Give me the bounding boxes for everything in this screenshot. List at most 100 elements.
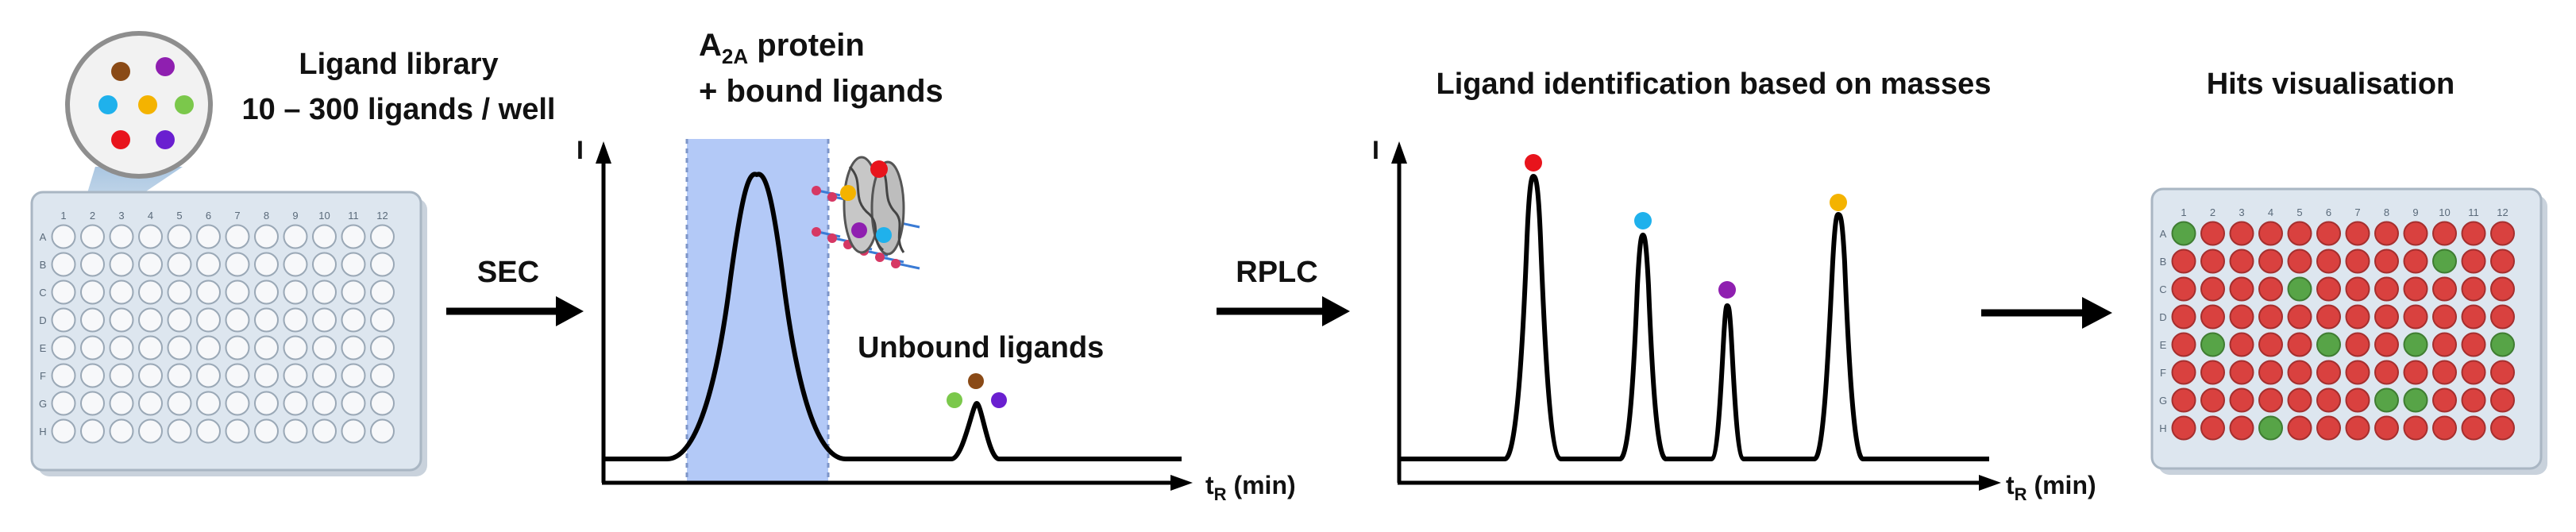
plate-well (196, 391, 221, 416)
plate-well (312, 279, 337, 305)
plate-well (2403, 249, 2428, 274)
plate-row-label: C (39, 287, 46, 299)
plate-row-label: A (2160, 228, 2167, 240)
plate-column-label: 8 (2384, 206, 2389, 218)
plate-well (225, 279, 250, 305)
plate-well (283, 252, 308, 277)
plate-column-label: 7 (2354, 206, 2360, 218)
sec-y-label: I (577, 136, 584, 164)
plate-well (2432, 387, 2457, 413)
plate-column-label: 11 (348, 210, 359, 222)
plate-well (138, 224, 163, 249)
plate-well (2258, 249, 2283, 274)
plate-well (2403, 304, 2428, 330)
plate-well (80, 335, 105, 360)
plate-column-label: 12 (2497, 206, 2508, 218)
plate-well (2490, 332, 2515, 357)
plate-well (51, 418, 76, 444)
plate-well (80, 279, 105, 305)
plate-well (2229, 387, 2254, 413)
plate-well (2287, 415, 2312, 441)
lipid-tail (865, 249, 889, 257)
plate-well (283, 335, 308, 360)
plate-well (2461, 276, 2486, 302)
plate-well (2432, 249, 2457, 274)
sec-chromatogram: I tR (min) A2A protein + bound ligands U… (577, 28, 1296, 504)
plate-well (283, 363, 308, 388)
plate-column-label: 9 (2412, 206, 2418, 218)
unbound-ligands-label: Unbound ligands (858, 331, 1104, 364)
plate-well (254, 363, 279, 388)
plate-well (2461, 249, 2486, 274)
plate-row-label: B (40, 259, 47, 271)
plate-well (138, 335, 163, 360)
plate-well (312, 418, 337, 444)
lipid-head (891, 259, 900, 268)
plate-well (312, 224, 337, 249)
library-ligand-dot (98, 95, 118, 114)
plate-well (2171, 415, 2196, 441)
plate-well (2200, 387, 2225, 413)
sec-x-label: tR (min) (1205, 471, 1296, 504)
plate-well (312, 307, 337, 333)
plate-well (196, 335, 221, 360)
plate-well (2374, 221, 2399, 246)
rplc-chromatogram: Ligand identification based on masses I … (1372, 67, 2096, 504)
plate-well (341, 391, 366, 416)
plate-well (225, 363, 250, 388)
plate-column-label: 10 (318, 210, 330, 222)
plate-well (138, 418, 163, 444)
rplc-peak-dot-3 (1718, 281, 1736, 299)
plate-well (109, 307, 134, 333)
plate-well (51, 363, 76, 388)
plate-well (196, 224, 221, 249)
plate-well (2374, 304, 2399, 330)
plate-row-label: G (39, 398, 47, 410)
plate-well (225, 335, 250, 360)
plate-well (2316, 360, 2341, 385)
plate-row-label: E (2160, 339, 2167, 351)
rplc-step: RPLC (1217, 256, 1350, 326)
plate-well (2258, 304, 2283, 330)
plate-well (2200, 249, 2225, 274)
plate-well (2229, 332, 2254, 357)
plate-column-label: 11 (2468, 206, 2479, 218)
bound-ligand-dot (876, 227, 892, 243)
plate-well (2229, 304, 2254, 330)
plate-row-label: F (2160, 367, 2166, 379)
plate-well (2229, 276, 2254, 302)
plate-well (254, 418, 279, 444)
plate-well (2345, 360, 2370, 385)
plate-well (2432, 360, 2457, 385)
plate-well (167, 363, 192, 388)
library-ligand-dot (138, 95, 157, 114)
hits-title: Hits visualisation (2207, 67, 2455, 101)
plate-row-label: D (2159, 311, 2166, 323)
plate-well (2490, 249, 2515, 274)
plate-well (2287, 276, 2312, 302)
plate-well (2345, 304, 2370, 330)
plate-well (51, 224, 76, 249)
plate-column-label: 2 (2210, 206, 2215, 218)
plate-well (2171, 249, 2196, 274)
plate-well (2461, 221, 2486, 246)
plate-well (2258, 360, 2283, 385)
plate-well (2374, 332, 2399, 357)
plate-well (196, 418, 221, 444)
lipid-tail (881, 256, 904, 264)
plate-well (109, 363, 134, 388)
plate-well (196, 279, 221, 305)
plate-column-label: 6 (2326, 206, 2331, 218)
rplc-y-arrow (1391, 141, 1407, 164)
rplc-label: RPLC (1236, 256, 1317, 289)
plate-well (2316, 221, 2341, 246)
protein-membrane-illustration (812, 156, 920, 270)
library-subtitle: 10 – 300 ligands / well (242, 93, 556, 126)
plate-well (2287, 221, 2312, 246)
lipid-head (827, 192, 837, 202)
plate-well (225, 307, 250, 333)
plate-well (2316, 332, 2341, 357)
plate-column-label: 12 (376, 210, 388, 222)
